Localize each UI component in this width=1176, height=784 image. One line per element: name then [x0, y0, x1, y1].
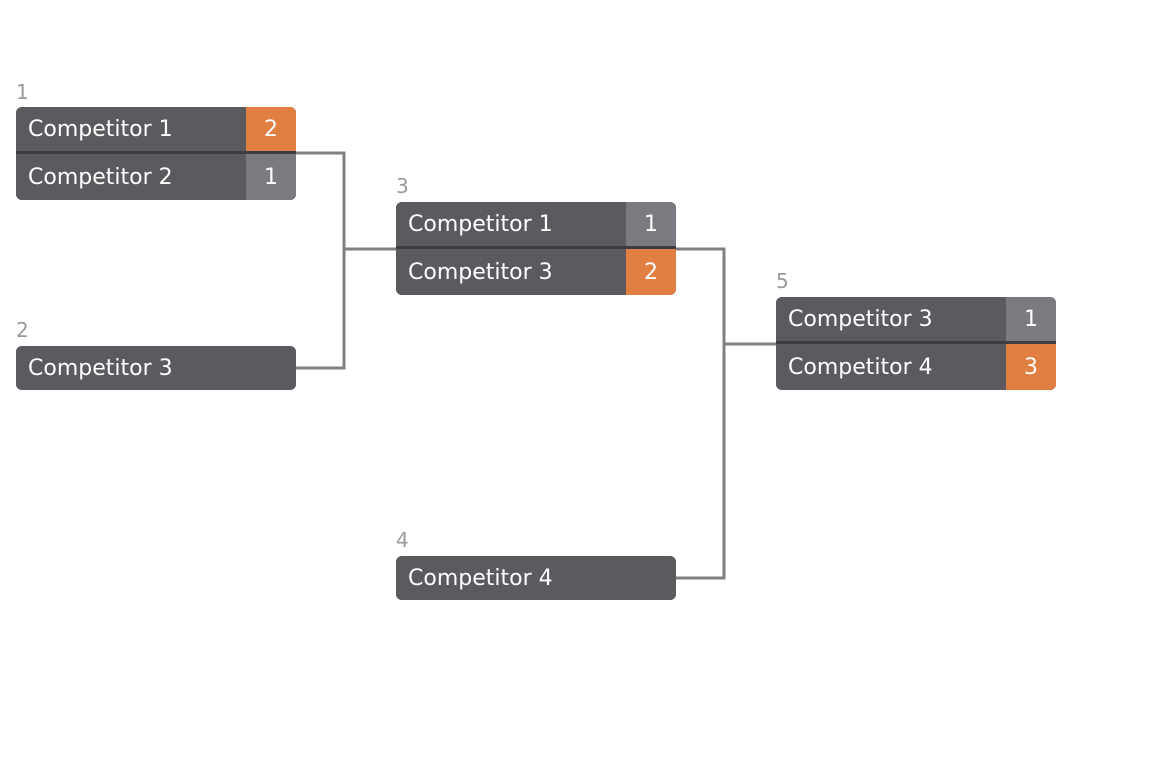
- participant-name: Competitor 1: [28, 116, 173, 142]
- participant-score: 1: [626, 202, 676, 246]
- participant-name: Competitor 4: [408, 565, 553, 591]
- participant-row[interactable]: Competitor 3: [16, 346, 296, 390]
- match-number-2: 2: [16, 318, 29, 342]
- participant-score: 1: [246, 154, 296, 200]
- participant-name: Competitor 3: [408, 259, 553, 285]
- match-5: Competitor 3 1 Competitor 4 3: [776, 297, 1056, 390]
- participant-row[interactable]: Competitor 3 2: [396, 246, 676, 295]
- connector-match-1-to-3: [296, 151, 396, 251]
- connector-match-4-to-5: [676, 344, 726, 580]
- connector-match-2-to-3: [296, 249, 346, 370]
- participant-score: 2: [626, 249, 676, 295]
- connector-match-3-to-5: [676, 247, 776, 346]
- match-number-5: 5: [776, 269, 789, 293]
- match-number-1: 1: [16, 80, 29, 104]
- participant-row[interactable]: Competitor 4: [396, 556, 676, 600]
- match-2: Competitor 3: [16, 346, 296, 390]
- match-3: Competitor 1 1 Competitor 3 2: [396, 202, 676, 295]
- match-number-4: 4: [396, 528, 409, 552]
- participant-name: Competitor 3: [788, 306, 933, 332]
- participant-name: Competitor 1: [408, 211, 553, 237]
- match-number-3: 3: [396, 174, 409, 198]
- participant-row[interactable]: Competitor 1 1: [396, 202, 676, 246]
- participant-name: Competitor 2: [28, 164, 173, 190]
- participant-score: 2: [246, 107, 296, 151]
- participant-row[interactable]: Competitor 2 1: [16, 151, 296, 200]
- participant-row[interactable]: Competitor 4 3: [776, 341, 1056, 390]
- match-4: Competitor 4: [396, 556, 676, 600]
- participant-name: Competitor 4: [788, 354, 933, 380]
- participant-name: Competitor 3: [28, 355, 173, 381]
- participant-row[interactable]: Competitor 3 1: [776, 297, 1056, 341]
- participant-row[interactable]: Competitor 1 2: [16, 107, 296, 151]
- participant-score: 1: [1006, 297, 1056, 341]
- match-1: Competitor 1 2 Competitor 2 1: [16, 107, 296, 200]
- participant-score: 3: [1006, 344, 1056, 390]
